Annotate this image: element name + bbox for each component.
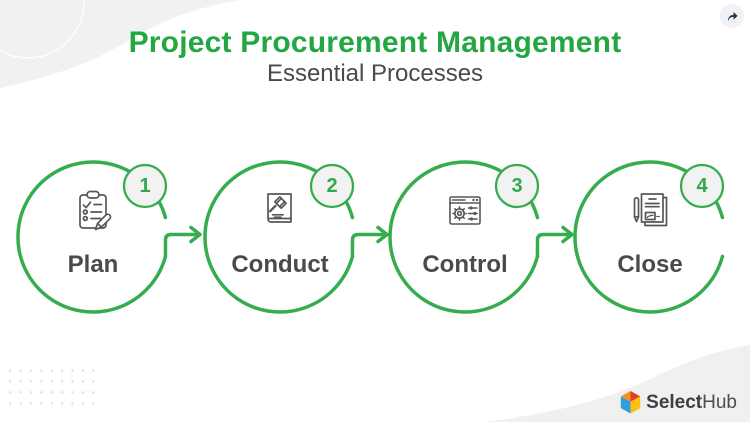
- step-circle: [203, 160, 355, 314]
- step-label-plan: Plan: [67, 251, 119, 278]
- flow-arrow: [350, 225, 389, 259]
- step-number-badge: [494, 163, 540, 209]
- flow-arrow: [535, 225, 574, 259]
- step-label-close: Close: [617, 251, 683, 278]
- step-circle: [573, 160, 725, 314]
- corner-wave-top-left: [0, 0, 240, 88]
- share-button[interactable]: [720, 4, 744, 28]
- signed-documents-pen-icon: [625, 188, 675, 238]
- logo-text-hub: Hub: [702, 391, 737, 413]
- step-number: 1: [139, 175, 151, 197]
- step-number-badge: [309, 163, 355, 209]
- gavel-book-icon: [255, 188, 305, 238]
- settings-window-icon: [440, 188, 490, 238]
- selecthub-logo: SelectHub: [620, 391, 737, 414]
- selecthub-logo-text: SelectHub: [646, 392, 737, 414]
- dot-grid-pattern: [2, 361, 98, 408]
- step-circle: [16, 160, 168, 314]
- page-subtitle: Essential Processes: [266, 60, 484, 87]
- step-number: 3: [511, 175, 523, 197]
- flow-arrow: [163, 225, 202, 259]
- checklist-pencil-icon: [68, 188, 118, 238]
- selecthub-cube-icon: [620, 391, 641, 414]
- step-number-badge: [122, 163, 168, 209]
- step-circle: [388, 160, 540, 314]
- step-label-conduct: Conduct: [231, 251, 329, 278]
- decorative-arc: [0, 0, 85, 59]
- step-label-control: Control: [422, 251, 508, 278]
- step-number: 4: [696, 175, 708, 197]
- share-arrow-icon: [727, 12, 738, 21]
- step-number: 2: [326, 175, 338, 197]
- page-title: Project Procurement Management: [128, 26, 622, 59]
- logo-text-select: Select: [646, 391, 703, 413]
- step-number-badge: [679, 163, 725, 209]
- corner-wave-bottom-right: [486, 345, 750, 422]
